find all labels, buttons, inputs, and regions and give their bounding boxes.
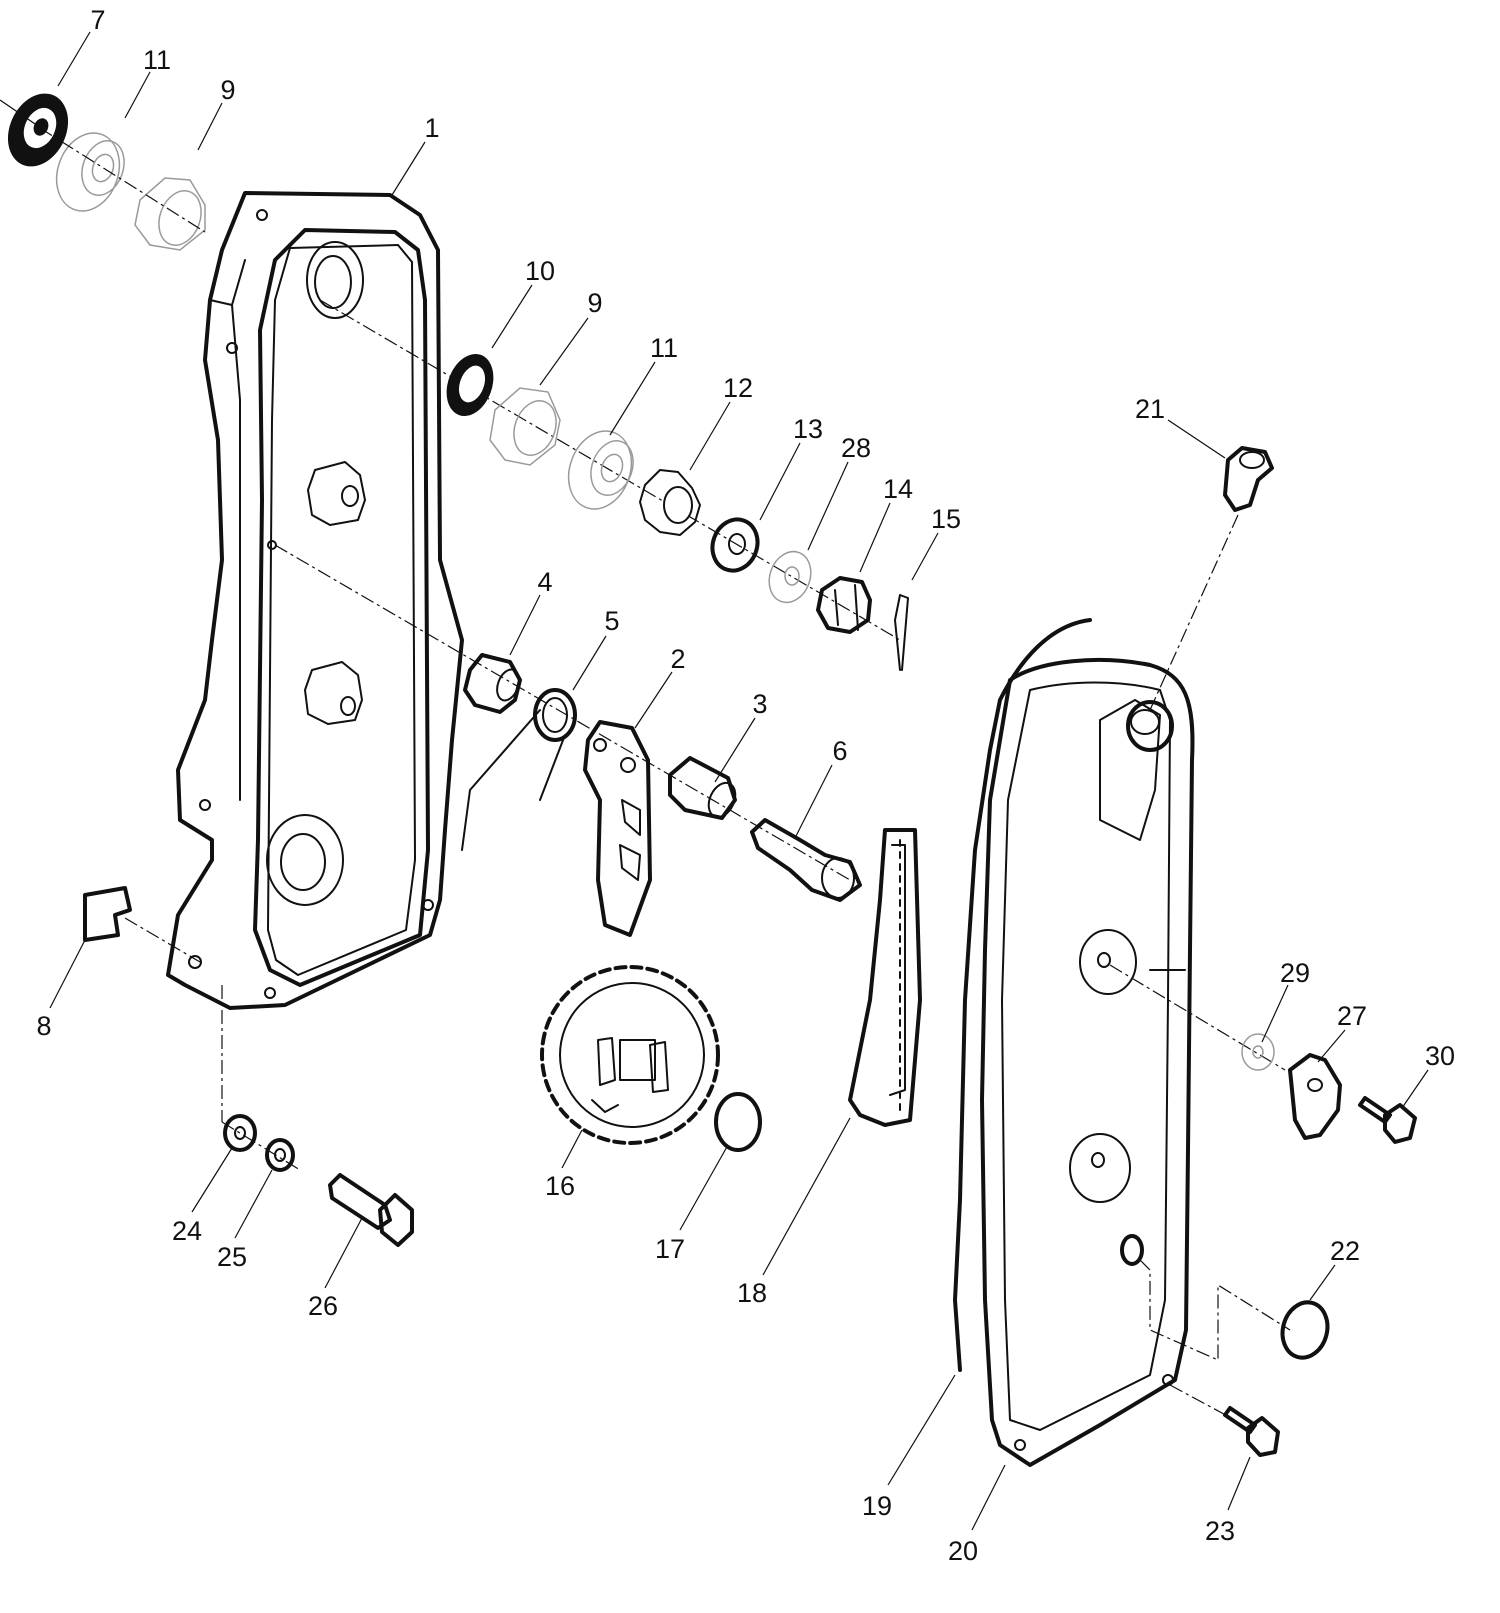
bushing-4 (463, 653, 522, 714)
callout-14: 14 (883, 474, 913, 504)
callout-4: 4 (537, 567, 552, 597)
bushing-9-mid (489, 387, 561, 466)
callout-6: 6 (832, 736, 847, 766)
callout-20: 20 (948, 1536, 978, 1566)
retaining-ring-17 (714, 1092, 762, 1152)
callout-7: 7 (90, 5, 105, 35)
cotter-pin-15 (894, 594, 909, 671)
washer-13 (710, 517, 760, 573)
callout-18: 18 (737, 1278, 767, 1308)
callout-23: 23 (1205, 1516, 1235, 1546)
seal-7 (0, 93, 69, 167)
washer-28 (768, 550, 812, 604)
left-chain-housing (166, 191, 464, 1010)
sprocket-16 (540, 965, 720, 1145)
shoulder-bolt-6 (750, 818, 862, 902)
callout-19: 19 (862, 1491, 892, 1521)
callout-27: 27 (1337, 1001, 1367, 1031)
clip-27 (1288, 1053, 1342, 1140)
callout-9: 9 (220, 75, 235, 105)
callout-10: 10 (525, 256, 555, 286)
callout-13: 13 (793, 414, 823, 444)
callout-15: 15 (931, 504, 961, 534)
bushing-9-top (134, 177, 206, 251)
right-chain-cover-20 (980, 658, 1195, 1467)
callout-8: 8 (36, 1011, 51, 1041)
callout-3: 3 (752, 689, 767, 719)
clip-8 (83, 886, 201, 963)
callout-16: 16 (545, 1171, 575, 1201)
callout-24: 24 (172, 1216, 202, 1246)
callout-12: 12 (723, 373, 753, 403)
chain-18 (848, 828, 922, 1127)
castle-nut-14 (816, 576, 872, 634)
idler-arm-2 (583, 720, 652, 937)
callout-1: 1 (424, 113, 439, 143)
plug-21 (1223, 446, 1274, 512)
callout-11: 11 (143, 45, 171, 75)
bearing-11-top (55, 132, 125, 212)
bearing-11-mid (567, 430, 634, 510)
washer-25 (265, 1138, 295, 1172)
callout-9: 9 (587, 288, 602, 318)
bolt-26 (328, 1173, 414, 1247)
leader-lines (49, 31, 1429, 1531)
spacer-3 (668, 756, 737, 820)
callout-5: 5 (604, 606, 619, 636)
callout-2: 2 (670, 644, 685, 674)
gasket-19 (953, 618, 1092, 1372)
plug-22 (1280, 1300, 1330, 1360)
callout-22: 22 (1330, 1236, 1360, 1266)
callout-11: 11 (650, 333, 678, 363)
callout-labels: 7 11 9 1 10 9 11 12 13 28 14 15 21 4 5 2… (36, 5, 1455, 1566)
callout-26: 26 (308, 1291, 338, 1321)
washer-29 (1241, 1033, 1275, 1071)
callout-25: 25 (217, 1242, 247, 1272)
callout-29: 29 (1280, 958, 1310, 988)
callout-30: 30 (1425, 1041, 1455, 1071)
callout-21: 21 (1135, 394, 1165, 424)
callout-28: 28 (841, 433, 871, 463)
seal-10 (446, 354, 494, 416)
washer-24 (223, 1114, 257, 1152)
screw-30 (1358, 1096, 1417, 1144)
sprocket-12 (639, 469, 701, 536)
spring-5 (461, 688, 577, 851)
callout-17: 17 (655, 1234, 685, 1264)
screw-23 (1223, 1406, 1280, 1457)
